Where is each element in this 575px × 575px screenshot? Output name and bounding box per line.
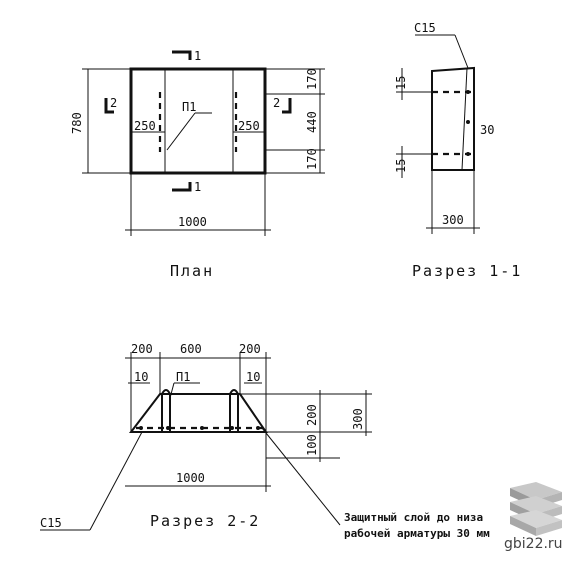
plan-section-mark-bottom <box>172 182 192 192</box>
section11-dim-side: 30 <box>480 123 494 137</box>
section22-loop-leader <box>169 382 175 399</box>
plan-loop-leader <box>166 112 196 151</box>
section22-dim-left: 200 <box>131 342 153 356</box>
section11-rebar-dot <box>466 152 470 156</box>
plan-dim-height: 780 <box>70 112 84 134</box>
section22-note-leader <box>261 427 341 526</box>
plan-section-label-bottom: 1 <box>194 180 201 194</box>
plan-loop-label: П1 <box>182 100 196 114</box>
section11-rebar-dot <box>466 120 470 124</box>
section11-dim-top: 15 <box>394 76 408 90</box>
section22-loop-label: П1 <box>176 370 190 384</box>
plan-side-label-right: 2 <box>273 96 280 110</box>
stacked-slabs-logo-icon <box>510 482 562 536</box>
section22-dim-height-lower: 100 <box>305 434 319 456</box>
section22-rebar-dot <box>200 426 204 430</box>
plan-slab-outline <box>129 67 267 175</box>
plan-dim-top: 170 <box>305 68 319 90</box>
section22-dim-height-total: 300 <box>351 408 365 430</box>
section22-dim-width: 1000 <box>176 471 205 485</box>
plan-dim-bottom: 170 <box>305 148 319 170</box>
section-1-1-view: С15 15 15 30 300 Разрез 1-1 <box>394 21 522 280</box>
section11-dim-width: 300 <box>442 213 464 227</box>
plan-section-mark-top <box>172 50 192 60</box>
section11-rebar-dot <box>466 90 470 94</box>
section22-rebar-dot <box>139 426 143 430</box>
section22-concrete-leader <box>89 431 143 531</box>
plan-dim-middle: 440 <box>305 111 319 133</box>
section22-caption: Разрез 2-2 <box>150 512 260 530</box>
section-2-2-view: П1 200 600 200 10 10 200 300 100 1000 С1… <box>40 342 490 540</box>
section22-loop-left <box>161 389 171 432</box>
section22-note-line1: Защитный слой до низа <box>344 511 483 524</box>
plan-section-label-top: 1 <box>194 49 201 63</box>
section22-dim-height-upper: 200 <box>305 404 319 426</box>
section11-dim-bottom: 15 <box>394 159 408 173</box>
section22-loop-right <box>229 389 239 432</box>
plan-side-label-left: 2 <box>110 96 117 110</box>
plan-dim-width: 1000 <box>178 215 207 229</box>
plan-dim-right-inner: 250 <box>238 119 260 133</box>
section22-rebar-dot <box>256 426 260 430</box>
plan-dim-left-inner: 250 <box>134 119 156 133</box>
section11-bevel <box>461 67 468 171</box>
plan-side-mark-right <box>282 98 292 114</box>
section22-note-line2: рабочей арматуры 30 мм <box>344 527 490 540</box>
section22-dim-small-left: 10 <box>134 370 148 384</box>
section11-concrete-label: С15 <box>414 21 436 35</box>
section22-dim-middle: 600 <box>180 342 202 356</box>
section22-dim-right: 200 <box>239 342 261 356</box>
plan-view: П1 1 1 2 2 250 250 780 170 440 170 <box>70 49 325 280</box>
section22-dim-small-right: 10 <box>246 370 260 384</box>
section22-concrete-label: С15 <box>40 516 62 530</box>
section11-concrete-leader <box>454 34 469 69</box>
plan-caption: План <box>170 262 214 280</box>
watermark-text: gbi22.ru <box>504 536 563 552</box>
section11-caption: Разрез 1-1 <box>412 262 522 280</box>
plan-side-mark-left <box>104 98 114 114</box>
section22-outline <box>128 393 268 433</box>
